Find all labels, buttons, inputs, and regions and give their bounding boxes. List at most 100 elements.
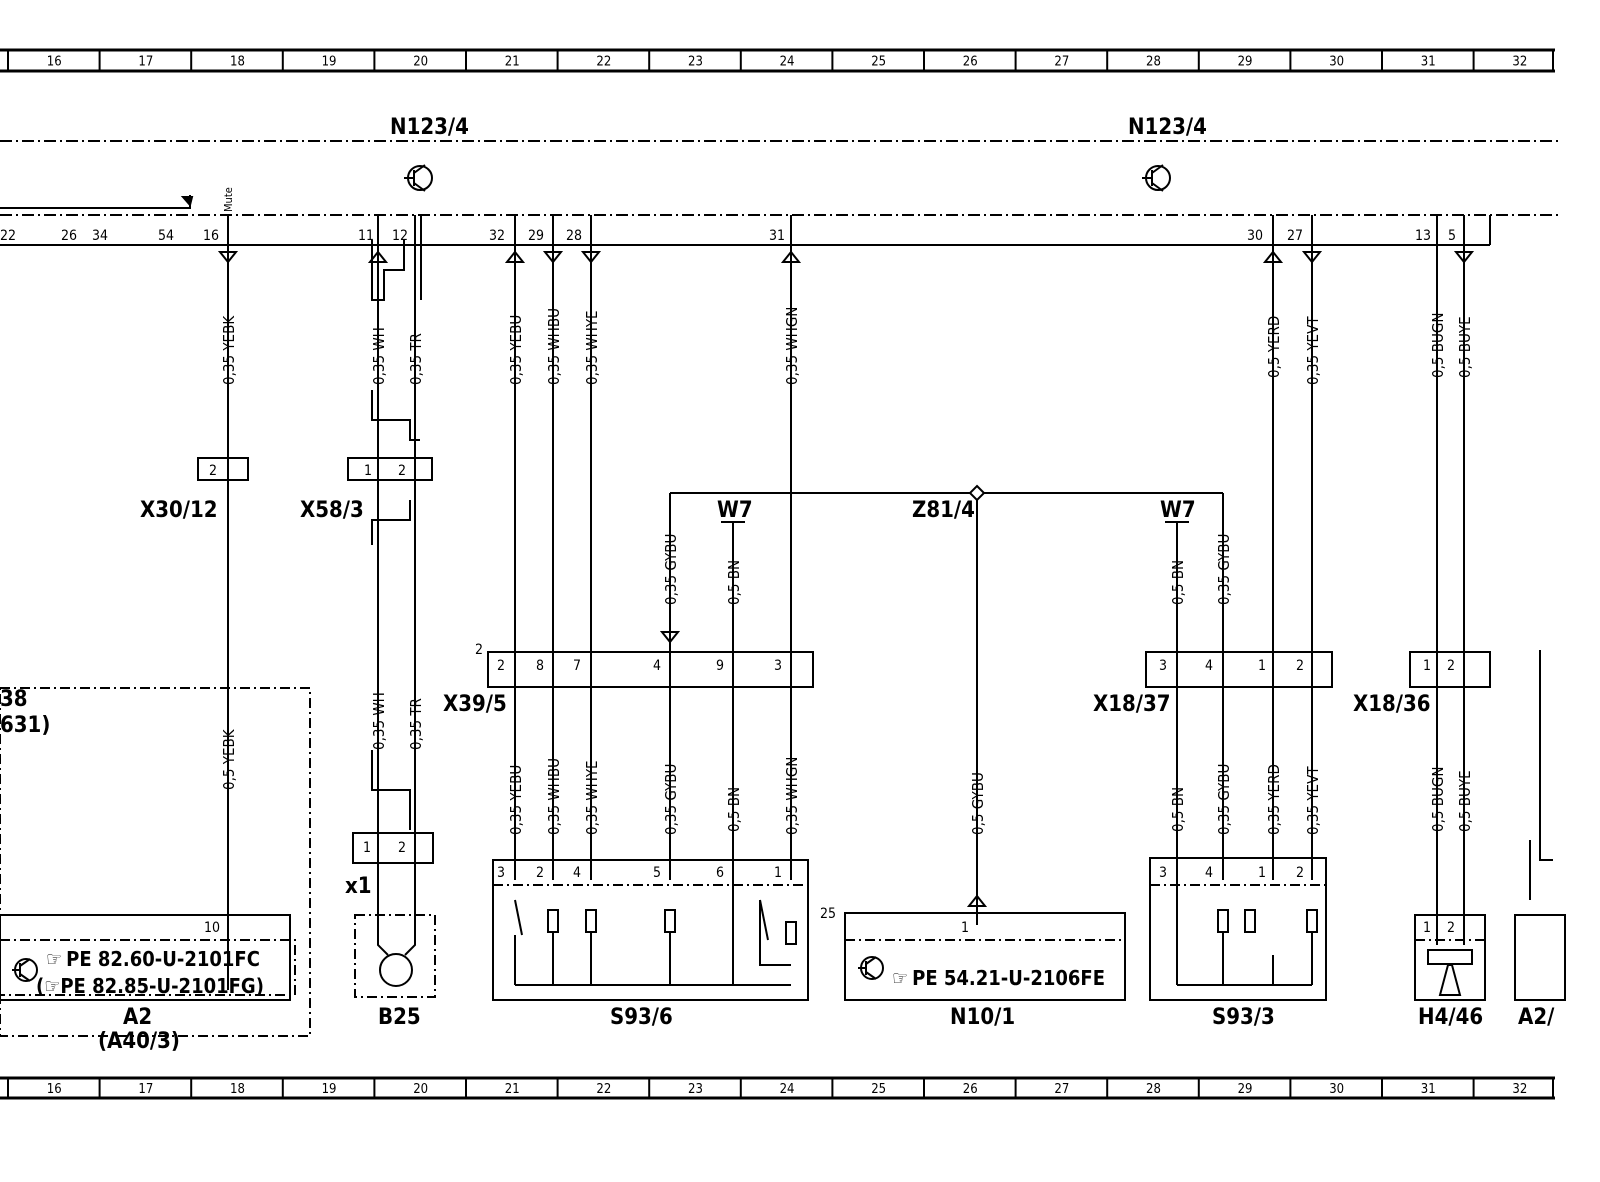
pointer-icon: ☞ [892, 966, 908, 990]
pin-label: 8 [536, 658, 544, 674]
connector-label-x58-3: X58/3 [300, 498, 364, 523]
pin-label: 2 [1447, 658, 1455, 674]
component-label-s93-6: S93/6 [610, 1005, 673, 1030]
connector-x39-5 [487, 651, 814, 688]
ruler-column-label: 32 [1512, 55, 1527, 70]
ruler-column-label: 16 [47, 1082, 62, 1097]
pin-label: 25 [820, 906, 836, 922]
module-label-left: N123/4 [390, 115, 469, 140]
component-label-h4-46: H4/46 [1418, 1005, 1483, 1030]
twisted-pair-shield [371, 240, 420, 830]
pin-label: 5 [653, 865, 661, 881]
pin-label: 32 [489, 228, 505, 244]
sensor-icon [379, 953, 413, 987]
component-s93-3-dash [1149, 884, 1327, 1001]
wire-label: 0,5 BUYE [1456, 316, 1474, 378]
pin-label: 2 [475, 642, 483, 658]
pin-label: 2 [1296, 865, 1304, 881]
splice-icon [968, 484, 986, 502]
pin-label: 28 [566, 228, 582, 244]
wire-label: 0,35 GYBU [662, 534, 680, 605]
pin-label: 12 [392, 228, 408, 244]
connector-x18-36 [1409, 651, 1491, 688]
wire-label: 0,5 BUYE [1456, 770, 1474, 832]
pin-label: 1 [1423, 920, 1431, 936]
pin-label: 9 [716, 658, 724, 674]
ruler-column-label: 17 [138, 55, 153, 70]
pin-label: 2 [536, 865, 544, 881]
component-s93-6-dash [492, 884, 809, 1001]
wire-label: 0,5 BUGN [1429, 313, 1447, 378]
component-h4-46-dash [1414, 939, 1486, 1001]
component-a2-partial: 38 [0, 687, 28, 712]
pointer-icon: ☞ [46, 947, 62, 971]
ruler-column-label: 20 [413, 55, 428, 70]
component-a2-box [0, 687, 311, 1037]
wire-label: 0,35 WHGN [783, 307, 801, 385]
pin-label: 1 [363, 840, 371, 856]
wire-label: 0,35 YERD [1265, 764, 1283, 835]
connector-label-x39-5: X39/5 [443, 692, 507, 717]
ruler-column-label: 24 [780, 1082, 795, 1097]
component-a2-ref1: ☞PE 82.60-U-2101FC [46, 947, 260, 971]
transistor-icon [404, 164, 433, 192]
resistor-icon [1217, 909, 1318, 933]
pin-label: 2 [1447, 920, 1455, 936]
ruler-column-label: 21 [505, 55, 520, 70]
pin-label: 3 [1159, 865, 1167, 881]
pin-label: 4 [573, 865, 581, 881]
pin-label: 1 [961, 920, 969, 936]
transistor-icon [858, 956, 884, 980]
pin-label: 13 [1415, 228, 1431, 244]
wire-label: 0,35 YEVT [1304, 766, 1322, 835]
component-sub-a2: (A40/3) [98, 1029, 180, 1054]
ruler-column-label: 30 [1329, 1082, 1344, 1097]
connector-x1 [352, 832, 434, 864]
wire-label: 0,5 YEBK [220, 728, 238, 790]
component-b25-box [354, 914, 436, 998]
header-pins: 22 26 34 54 16 Mute 11 12 32 29 28 31 30… [0, 187, 1456, 244]
ruler-column-label: 25 [871, 55, 886, 70]
pin-label: 54 [158, 228, 174, 244]
wire-label: 0,35 GYBU [662, 764, 680, 835]
connector-x18-37 [1145, 651, 1333, 688]
switch-icon [514, 899, 791, 966]
pin-label: 3 [1159, 658, 1167, 674]
ruler-column-label: 17 [138, 1082, 153, 1097]
ground-label-w7: W7 [1160, 498, 1196, 523]
ruler-column-label: 29 [1238, 1082, 1253, 1097]
component-label-a2-right: A2/ [1518, 1005, 1555, 1030]
pin-label: 1 [1258, 658, 1266, 674]
wire-label: 0,5 BUGN [1429, 767, 1447, 832]
ruler-column-label: 19 [322, 1082, 337, 1097]
pin-label: 2 [398, 463, 406, 479]
s93-3-pins: 3 4 1 2 [1159, 865, 1304, 881]
component-label-a2: A2 [123, 1005, 152, 1030]
wire-label: 0,35 WHYE [583, 760, 601, 835]
component-label-b25: B25 [378, 1005, 421, 1030]
connector-x30-12 [197, 457, 249, 481]
pin-label: 2 [497, 658, 505, 674]
pin-label: 7 [573, 658, 581, 674]
pin-label: 2 [209, 463, 217, 479]
wire-label: 0,5 GYBU [969, 772, 987, 835]
wire-label: 0,5 BN [725, 560, 743, 605]
pin-label: 27 [1287, 228, 1303, 244]
pin-label: 6 [716, 865, 724, 881]
ruler-column-label: 22 [596, 1082, 611, 1097]
module-label-right: N123/4 [1128, 115, 1207, 140]
ruler-column-label: 31 [1421, 55, 1436, 70]
connector-label-x18-36: X18/36 [1353, 692, 1431, 717]
wire-label: 0,5 BN [725, 787, 743, 832]
pin-label: 10 [204, 920, 220, 936]
ruler-column-label: 20 [413, 1082, 428, 1097]
ground-label-w7: W7 [717, 498, 753, 523]
wire-label: 0,5 BN [1169, 787, 1187, 832]
wire-label: 0,5 YERD [1265, 316, 1283, 378]
wire-label: 0,35 GYBU [1215, 764, 1233, 835]
wire-label: 0,35 WH [370, 327, 388, 385]
wire-label: 0,35 TR [407, 698, 425, 750]
pin-label: 4 [1205, 865, 1213, 881]
component-label-n10-1: N10/1 [950, 1005, 1015, 1030]
